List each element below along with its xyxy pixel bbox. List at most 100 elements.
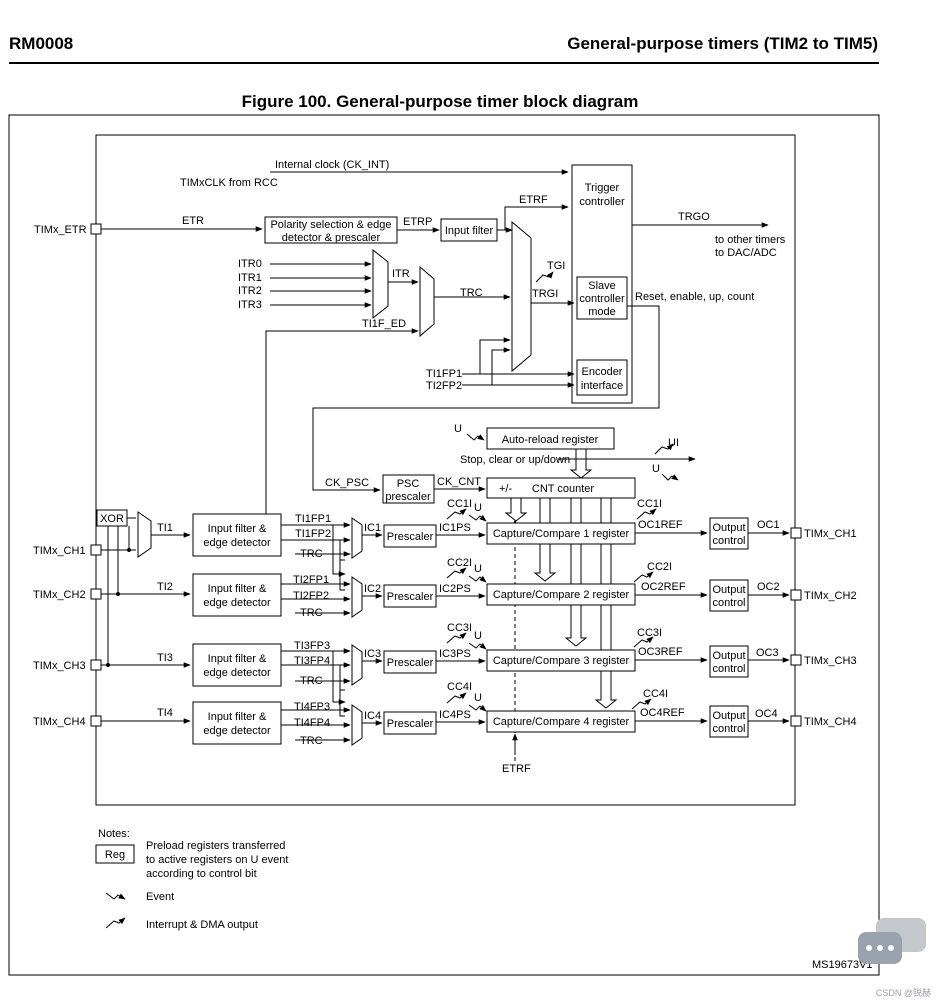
ic3-label: IC3 bbox=[364, 648, 381, 660]
etrf-bottom-label: ETRF bbox=[502, 763, 531, 775]
ti1f-ed-label: TI1F_ED bbox=[362, 318, 406, 330]
autoreload-label: Auto-reload register bbox=[502, 434, 599, 446]
ti1-label: TI1 bbox=[157, 522, 173, 534]
ifed1-label-1: Input filter & bbox=[208, 523, 267, 535]
trigger-label-2: controller bbox=[579, 196, 625, 208]
encoder-interface-box bbox=[576, 359, 628, 396]
cnt-counter-label: CNT counter bbox=[532, 483, 594, 495]
timx-ch4-label: TIMx_CH4 bbox=[33, 716, 86, 728]
timx-ch1-pin[interactable] bbox=[90, 544, 102, 556]
input-filter-label: Input filter bbox=[445, 225, 494, 237]
cc4i-in-label: CC4I bbox=[447, 681, 472, 693]
ti1fp1-label: TI1FP1 bbox=[426, 368, 462, 380]
timx-etr-pin[interactable] bbox=[90, 223, 102, 235]
ic4ps-label: IC4PS bbox=[439, 709, 471, 721]
itr-label: ITR bbox=[392, 268, 410, 280]
ic1-label: IC1 bbox=[364, 522, 381, 534]
stop-clear-label: Stop, clear or up/down bbox=[460, 454, 570, 466]
out4-label-2: control bbox=[712, 723, 745, 735]
trgo-label: TRGO bbox=[678, 211, 710, 223]
cc3i-out-label: CC3I bbox=[637, 627, 662, 639]
out3-label-2: control bbox=[712, 663, 745, 675]
ui-label: UI bbox=[668, 437, 679, 449]
ti3-label: TI3 bbox=[157, 652, 173, 664]
u-label-autoreload: U bbox=[454, 423, 462, 435]
itr0-label: ITR0 bbox=[238, 258, 262, 270]
ck-cnt-label: CK_CNT bbox=[437, 476, 481, 488]
prescaler-1-label: Prescaler bbox=[387, 531, 434, 543]
ifed4-label-2: edge detector bbox=[203, 725, 271, 737]
reset-enable-label: Reset, enable, up, count bbox=[635, 291, 754, 303]
ifed1-label-2: edge detector bbox=[203, 537, 271, 549]
ifed3-label-2: edge detector bbox=[203, 667, 271, 679]
figure-frame bbox=[8, 114, 880, 976]
timx-ch4-out-pin[interactable] bbox=[790, 715, 802, 727]
psc-label-1: PSC bbox=[397, 478, 420, 490]
u-cc1-label: U bbox=[474, 502, 482, 514]
slave-label-2: controller bbox=[579, 293, 625, 305]
ck-psc-label: CK_PSC bbox=[325, 477, 369, 489]
ti1fp1-ch-label: TI1FP1 bbox=[295, 513, 331, 525]
trc-ch1-label: TRC bbox=[300, 548, 323, 560]
timx-ch3-out-pin[interactable] bbox=[790, 654, 802, 666]
out2-label-1: Output bbox=[712, 584, 745, 596]
ic2-label: IC2 bbox=[364, 583, 381, 595]
input-filter-edge-detector-3 bbox=[192, 643, 282, 687]
u-label-event: U bbox=[652, 463, 660, 475]
internal-clock-label: Internal clock (CK_INT) bbox=[275, 159, 389, 171]
cc-register-4-label: Capture/Compare 4 register bbox=[493, 716, 630, 728]
ic4-mux bbox=[351, 704, 363, 746]
chat-bubble-icon[interactable] bbox=[858, 918, 928, 970]
u-cc3-label: U bbox=[474, 630, 482, 642]
out1-label-1: Output bbox=[712, 522, 745, 534]
prescaler-4-label: Prescaler bbox=[387, 718, 434, 730]
input-filter-edge-detector-4 bbox=[192, 701, 282, 745]
figure-title: Figure 100. General-purpose timer block … bbox=[241, 92, 639, 111]
polarity-label-1: Polarity selection & edge bbox=[270, 219, 391, 231]
trc-ch2-label: TRC bbox=[300, 607, 323, 619]
cc2i-in-label: CC2I bbox=[447, 557, 472, 569]
oc2ref-label: OC2REF bbox=[641, 581, 686, 593]
prescaler-1 bbox=[383, 524, 437, 548]
ic1ps-label: IC1PS bbox=[439, 522, 471, 534]
ti4-label: TI4 bbox=[157, 707, 173, 719]
itr2-label: ITR2 bbox=[238, 285, 262, 297]
timx-ch1-out-pin[interactable] bbox=[790, 527, 802, 539]
oc1ref-label: OC1REF bbox=[638, 519, 683, 531]
cc-register-3-label: Capture/Compare 3 register bbox=[493, 655, 630, 667]
ic1-mux bbox=[351, 517, 363, 559]
trc-ch3-label: TRC bbox=[300, 675, 323, 687]
timx-ch1-label: TIMx_CH1 bbox=[33, 545, 86, 557]
timx-ch2-out-pin[interactable] bbox=[790, 589, 802, 601]
psc-label-2: prescaler bbox=[385, 491, 431, 503]
ti1fp2-label: TI1FP2 bbox=[295, 528, 331, 540]
timxclk-label: TIMxCLK from RCC bbox=[180, 177, 278, 189]
section-title: General-purpose timers (TIM2 to TIM5) bbox=[567, 34, 878, 53]
slave-label-1: Slave bbox=[588, 280, 616, 292]
timx-ch2-out-label: TIMx_CH2 bbox=[804, 590, 857, 602]
timx-ch2-pin[interactable] bbox=[90, 588, 102, 600]
oc2-label: OC2 bbox=[757, 581, 780, 593]
other-timers-label-2: to DAC/ADC bbox=[715, 247, 777, 259]
cc-register-2-label: Capture/Compare 2 register bbox=[493, 589, 630, 601]
oc1-label: OC1 bbox=[757, 519, 780, 531]
figure-code: MS19673V1 bbox=[812, 959, 873, 971]
ti2fp1-label: TI2FP1 bbox=[293, 574, 329, 586]
timx-ch4-pin[interactable] bbox=[90, 715, 102, 727]
notes-title: Notes: bbox=[98, 828, 130, 840]
xor-label: XOR bbox=[100, 513, 124, 525]
autoreload-register bbox=[486, 427, 615, 450]
watermark: CSDN @锐赫 bbox=[875, 988, 931, 998]
out1-label-2: control bbox=[712, 535, 745, 547]
trigger-label-1: Trigger bbox=[585, 182, 620, 194]
cc3i-in-label: CC3I bbox=[447, 622, 472, 634]
oc4-label: OC4 bbox=[755, 708, 778, 720]
interrupt-legend-label: Interrupt & DMA output bbox=[146, 919, 258, 931]
oc3ref-label: OC3REF bbox=[638, 646, 683, 658]
slave-label-3: mode bbox=[588, 306, 616, 318]
ic3-mux bbox=[351, 644, 363, 686]
timx-ch3-pin[interactable] bbox=[90, 659, 102, 671]
timx-ch3-out-label: TIMx_CH3 bbox=[804, 655, 857, 667]
ti3fp3-label: TI3FP3 bbox=[294, 640, 330, 652]
etrp-label: ETRP bbox=[403, 216, 432, 228]
